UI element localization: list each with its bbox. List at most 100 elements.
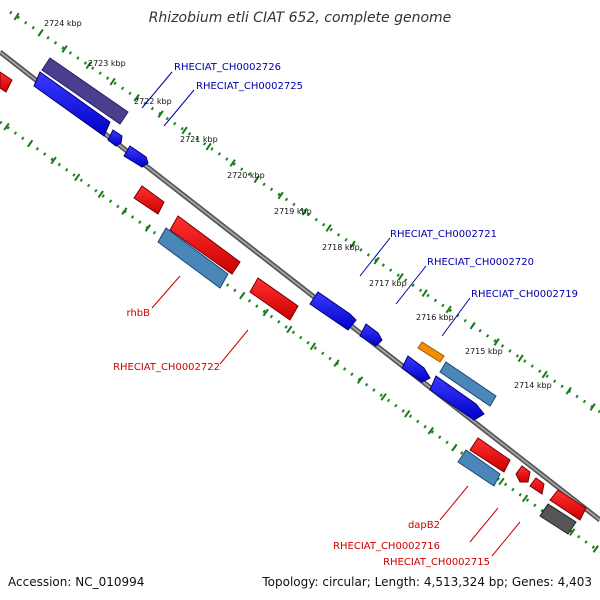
forward-strand-features (0, 57, 497, 421)
forward-cds-large-2714[interactable] (429, 375, 485, 421)
rna-feature-rhbb[interactable] (157, 227, 229, 289)
orange-feature[interactable] (417, 341, 445, 363)
rna-feature-dapb2[interactable] (457, 449, 501, 487)
gene-label-reverse[interactable]: RHECIAT_CH0002715 (383, 557, 490, 568)
major-tick (404, 410, 411, 418)
kbp-label: 2719 kbp (274, 207, 312, 216)
reverse-cds-large-2714[interactable] (549, 489, 587, 521)
reverse-cds-rheciat-ch0002715[interactable] (529, 477, 545, 495)
major-tick (373, 256, 380, 265)
major-tick (541, 370, 548, 379)
kbp-label: 2717 kbp (369, 279, 407, 288)
major-tick (157, 110, 164, 119)
major-tick (451, 443, 458, 452)
major-tick (333, 359, 340, 367)
gray-feature[interactable] (539, 503, 577, 535)
major-tick (517, 354, 524, 363)
reverse-cds-edge[interactable] (0, 71, 13, 93)
forward-cds-small-1[interactable] (107, 129, 123, 147)
kbp-label: 2718 kbp (322, 243, 360, 252)
gene-label-forward[interactable]: RHECIAT_CH0002726 (174, 62, 281, 73)
forward-cds-rheciat-ch0002725[interactable] (123, 145, 149, 168)
major-tick (239, 291, 246, 300)
major-tick (498, 477, 505, 486)
major-tick (61, 45, 68, 53)
major-tick (397, 272, 404, 281)
major-tick (133, 93, 140, 102)
upper-tick-row (9, 10, 600, 414)
gene-label-reverse[interactable]: RHECIAT_CH0002716 (333, 541, 440, 552)
kbp-label: 2721 kbp (180, 135, 218, 144)
kbp-label: 2720 kbp (227, 171, 265, 180)
map-title: Rhizobium etli CIAT 652, complete genome (149, 10, 452, 26)
major-tick (521, 494, 529, 503)
forward-cds-rheciat-ch0002726[interactable] (33, 71, 111, 137)
kbp-label: 2716 kbp (416, 313, 454, 322)
major-tick (445, 305, 452, 314)
gene-label-forward[interactable]: RHECIAT_CH0002721 (390, 229, 497, 240)
major-tick (325, 224, 332, 232)
major-tick (427, 426, 434, 435)
reverse-cds-rhbb[interactable] (169, 215, 241, 275)
major-tick (85, 61, 92, 70)
major-tick (380, 393, 387, 401)
major-tick (469, 321, 476, 330)
major-tick (26, 139, 34, 148)
major-tick (229, 159, 236, 167)
major-tick (37, 28, 44, 37)
major-tick (277, 191, 284, 200)
major-tick (262, 308, 269, 317)
major-tick (121, 207, 128, 215)
gene-label-reverse[interactable]: RHECIAT_CH0002722 (113, 362, 220, 373)
major-tick (421, 289, 428, 298)
kbp-label: 2724 kbp (44, 19, 82, 28)
topology-label: Topology: circular; Length: 4,513,324 bp… (261, 575, 592, 589)
scale-labels: 2724 kbp 2723 kbp 2722 kbp 2721 kbp 2720… (44, 19, 552, 390)
major-tick (181, 126, 188, 135)
kbp-label: 2722 kbp (134, 97, 172, 106)
major-tick (349, 240, 356, 249)
forward-cds-small-2[interactable] (401, 355, 431, 383)
gene-label-forward[interactable]: RHECIAT_CH0002719 (471, 289, 578, 300)
forward-cds-rheciat-ch0002720[interactable] (359, 323, 383, 347)
major-tick (356, 376, 364, 384)
major-tick (97, 190, 104, 199)
major-tick (50, 156, 57, 165)
gene-label-reverse[interactable]: dapB2 (408, 520, 440, 531)
major-tick (301, 207, 308, 216)
major-tick (144, 224, 152, 232)
major-tick (569, 528, 576, 536)
reverse-gene-labels: rhbB RHECIAT_CH0002722 dapB2 RHECIAT_CH0… (113, 275, 521, 568)
kbp-label: 2714 kbp (514, 381, 552, 390)
major-tick (74, 173, 81, 182)
reverse-cds-small-1[interactable] (133, 185, 165, 215)
major-tick (286, 325, 293, 334)
major-tick (109, 77, 116, 86)
reverse-cds-rheciat-ch0002722[interactable] (249, 277, 299, 321)
reverse-cds-rheciat-ch0002716[interactable] (515, 465, 531, 483)
major-tick (592, 545, 599, 553)
major-tick (205, 142, 212, 151)
gene-label-reverse[interactable]: rhbB (127, 308, 151, 319)
major-tick (589, 403, 596, 411)
slateblue-feature[interactable] (41, 57, 129, 125)
accession-label: Accession: NC_010994 (8, 575, 144, 589)
kbp-label: 2715 kbp (465, 347, 503, 356)
reverse-cds-dapb2[interactable] (469, 437, 511, 473)
major-tick (3, 122, 10, 131)
forward-gene-labels: RHECIAT_CH0002726 RHECIAT_CH0002725 RHEC… (141, 62, 578, 337)
lower-tick-row (0, 120, 600, 554)
forward-cds-rheciat-ch0002721[interactable] (309, 291, 357, 331)
major-ticks (3, 12, 599, 553)
reverse-strand-features (133, 185, 587, 535)
major-tick (13, 12, 20, 21)
rna-feature-rheciat-ch0002719[interactable] (439, 361, 497, 407)
gene-label-forward[interactable]: RHECIAT_CH0002725 (196, 81, 303, 92)
major-tick (309, 342, 317, 351)
kbp-label: 2723 kbp (88, 59, 126, 68)
major-tick (493, 338, 500, 346)
major-tick (253, 175, 260, 184)
gene-label-forward[interactable]: RHECIAT_CH0002720 (427, 257, 534, 268)
major-tick (565, 386, 572, 395)
